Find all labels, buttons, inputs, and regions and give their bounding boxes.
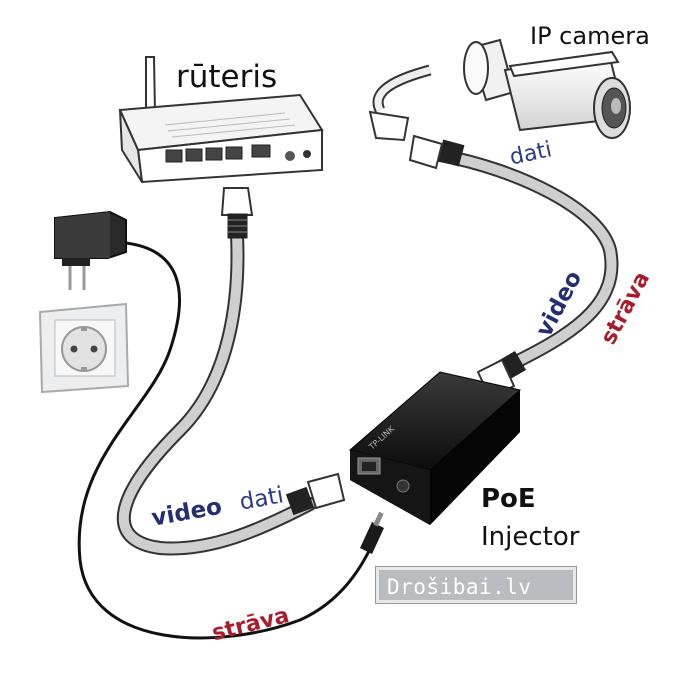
wall-socket-icon [38, 302, 130, 394]
rj45-plug-camera-icon [408, 134, 465, 170]
rj45-plug-router-icon [220, 187, 254, 239]
watermark-badge: Drošibai.lv [376, 567, 576, 603]
camera-label: IP camera [530, 22, 650, 50]
poe-title: PoE [481, 484, 536, 514]
power-cable [77, 241, 384, 640]
router-label: rūteris [176, 59, 278, 95]
rj45-plug-injector-icon [285, 472, 346, 516]
dc-plug-icon [360, 511, 384, 554]
ip-camera-icon [368, 38, 631, 142]
ethernet-cable-camera [408, 134, 619, 400]
injector-title: Injector [481, 522, 580, 552]
router-icon [118, 56, 324, 184]
ethernet-cable-router [116, 187, 346, 556]
watermark-text: Drošibai.lv [387, 575, 532, 599]
power-adapter-icon [54, 210, 127, 290]
poe-injector-icon: TP-LINK [348, 371, 522, 525]
